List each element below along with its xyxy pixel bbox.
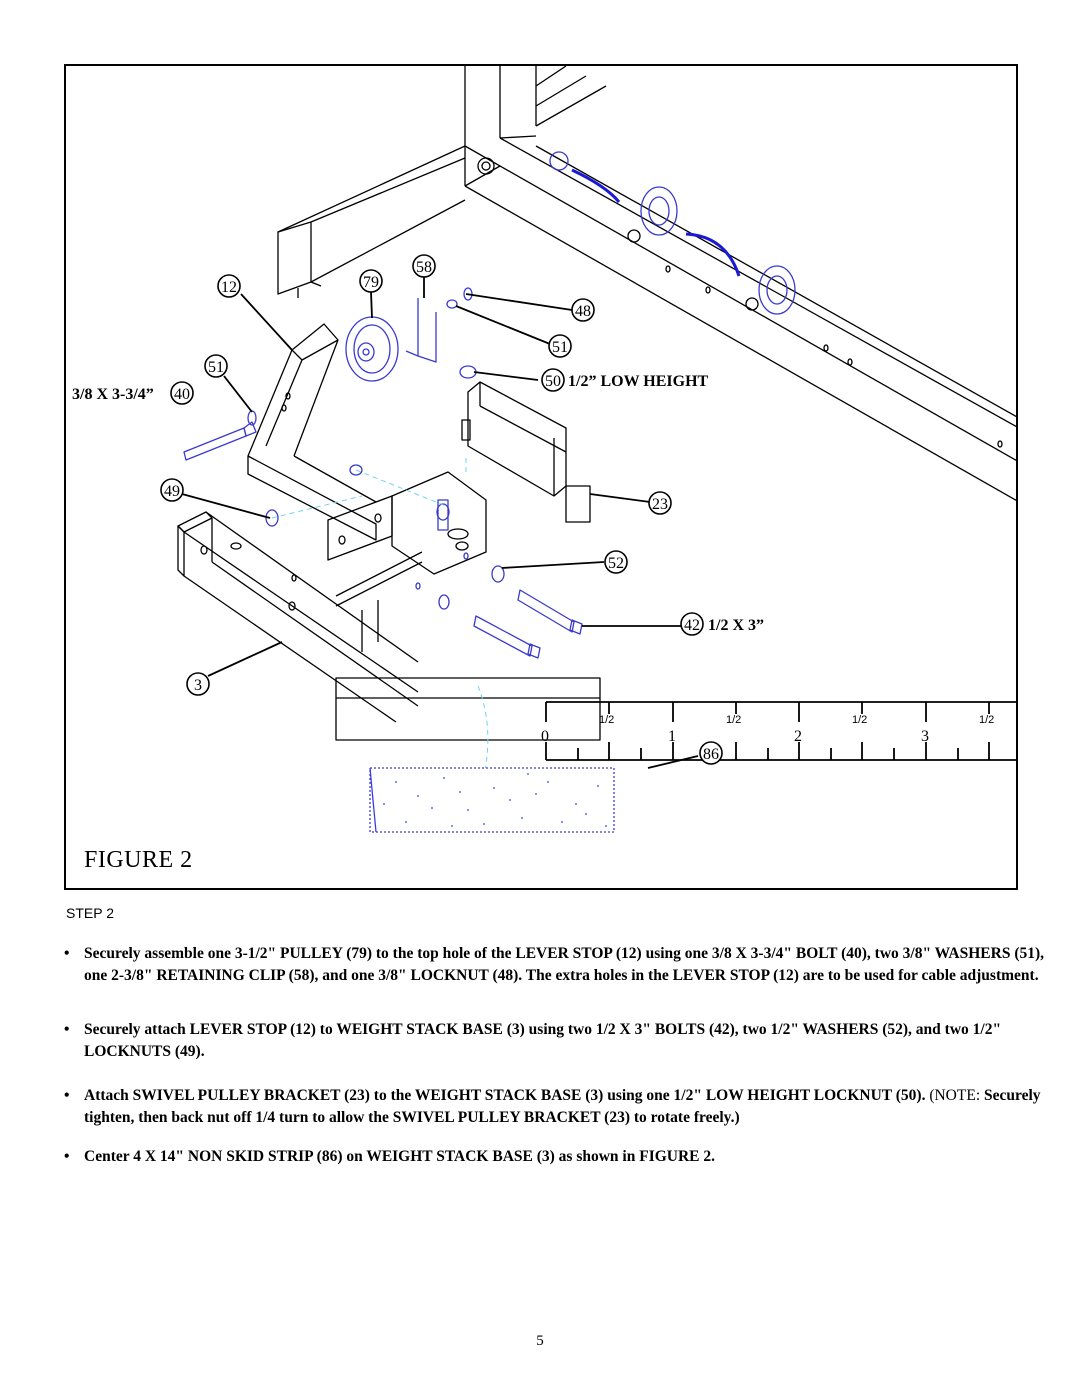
swivel-pulley-bracket-23	[461, 381, 591, 523]
upper-pulleys	[549, 151, 796, 315]
callout-58-label: 58	[416, 259, 432, 276]
callout-40-label: 40	[174, 386, 190, 403]
callout-3-label: 3	[194, 677, 202, 694]
step-label: STEP 2	[66, 905, 114, 921]
callout-51-right: 51	[548, 334, 572, 358]
callout-23-label: 23	[652, 496, 668, 513]
rail	[464, 137, 1016, 502]
callout-51-right-label: 51	[552, 339, 568, 356]
callouts: 12 79 58 48 51 51	[72, 254, 764, 765]
bullet: •	[64, 1148, 70, 1165]
callout-40-note: 3/8 X 3-3/4”	[72, 386, 154, 403]
hidden-lines	[271, 458, 489, 777]
instruction-3-text: Attach SWIVEL PULLEY BRACKET (23) to the…	[84, 1087, 926, 1104]
ruler-half-label: 1/2	[979, 714, 994, 726]
ruler-half-label: 1/2	[599, 714, 614, 726]
leader-lines	[181, 275, 699, 769]
callout-86-label: 86	[703, 746, 719, 763]
callout-58: 58	[412, 254, 436, 278]
callout-49-label: 49	[164, 483, 180, 500]
instruction-1: • Securely assemble one 3-1/2" PULLEY (7…	[64, 943, 1054, 987]
instruction-1-text: Securely assemble one 3-1/2" PULLEY (79)…	[84, 945, 1045, 984]
pulley-79	[345, 316, 399, 382]
callout-52-label: 52	[608, 555, 624, 572]
ruler-number-0: 0	[541, 728, 549, 745]
callout-48-label: 48	[575, 303, 591, 320]
ruler-labels: 1/2 1/2 1/2 1/2 0 1 2 3 4	[541, 714, 994, 745]
bullet: •	[64, 1087, 70, 1104]
weight-stack-base-3	[177, 511, 601, 741]
callout-50-label: 50	[545, 373, 561, 390]
cross-tube	[277, 145, 466, 298]
bullet: •	[64, 1021, 70, 1038]
cable	[571, 168, 741, 277]
upright-frame	[464, 66, 607, 187]
ruler-number-3: 3	[921, 728, 929, 745]
bullet: •	[64, 945, 70, 962]
ruler	[545, 701, 1016, 761]
callout-79-label: 79	[363, 274, 379, 291]
instruction-4-text: Center 4 X 14" NON SKID STRIP (86) on WE…	[84, 1148, 716, 1165]
hardware	[183, 287, 583, 659]
callout-23: 23	[648, 491, 672, 515]
callout-42-note: 1/2 X 3”	[708, 617, 764, 634]
instruction-3-block: Attach SWIVEL PULLEY BRACKET (23) to the…	[84, 1085, 1054, 1129]
callout-52: 52	[604, 550, 628, 574]
callout-50: 50 1/2” LOW HEIGHT	[541, 368, 709, 392]
callout-3: 3	[186, 672, 210, 696]
note-text: Securely tighten, then back nut off 1/4 …	[84, 1087, 1041, 1126]
ruler-number-1: 1	[668, 728, 676, 745]
lever-stop	[247, 323, 393, 561]
instruction-2-text: Securely attach LEVER STOP (12) to WEIGH…	[84, 1021, 1002, 1060]
callout-42-label: 42	[684, 617, 700, 634]
instruction-4: • Center 4 X 14" NON SKID STRIP (86) on …	[64, 1146, 1054, 1168]
callout-40: 3/8 X 3-3/4” 40	[72, 381, 194, 405]
figure-title: FIGURE 2	[84, 847, 193, 873]
callout-51-left-label: 51	[208, 359, 224, 376]
callout-49: 49	[160, 478, 184, 502]
assembly-drawing: 1/2 1/2 1/2 1/2 0 1 2 3 4 12 79 58	[72, 66, 1016, 833]
callout-48: 48	[571, 298, 595, 322]
callout-42: 42 1/2 X 3”	[680, 612, 764, 636]
instruction-3: • Attach SWIVEL PULLEY BRACKET (23) to t…	[64, 1085, 1054, 1129]
callout-86: 86	[699, 741, 723, 765]
callout-50-note: 1/2” LOW HEIGHT	[568, 373, 709, 390]
ruler-half-label: 1/2	[726, 714, 741, 726]
ruler-half-label: 1/2	[852, 714, 867, 726]
strip-speckle	[383, 773, 607, 827]
non-skid-strip-86	[369, 767, 615, 833]
figure-2-frame: 1/2 1/2 1/2 1/2 0 1 2 3 4 12 79 58	[64, 64, 1018, 890]
note-prefix: (NOTE:	[929, 1087, 984, 1104]
callout-12-label: 12	[221, 279, 237, 296]
swivel-base	[391, 471, 487, 575]
instruction-2: • Securely attach LEVER STOP (12) to WEI…	[64, 1019, 1054, 1063]
callout-79: 79	[359, 269, 383, 293]
callout-12: 12	[217, 274, 241, 298]
callout-51-left: 51	[204, 354, 228, 378]
ruler-number-2: 2	[794, 728, 802, 745]
retaining-clip-58	[405, 298, 437, 363]
page-number: 5	[536, 1333, 544, 1349]
